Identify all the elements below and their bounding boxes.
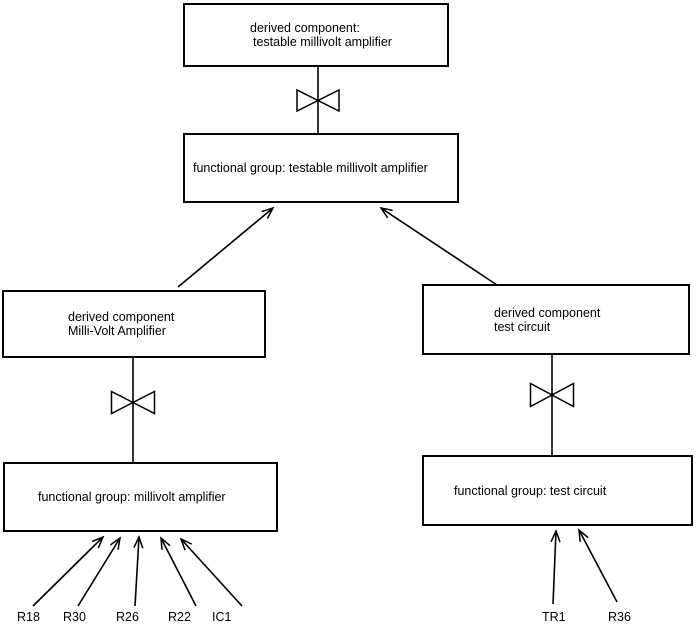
leaf-label-r30: R30	[63, 610, 86, 624]
edge-r30-leftfunctional	[77, 538, 120, 607]
node-label: functional group: millivolt amplifier	[38, 490, 226, 504]
node-label-line1: derived component	[68, 310, 175, 324]
edge-tr1-rightfunctional	[553, 531, 556, 605]
node-label-line2: test circuit	[494, 319, 551, 334]
node-derived-testable-millivolt-amplifier: derived component: testable millivolt am…	[183, 3, 449, 67]
leaf-label-r26: R26	[116, 610, 139, 624]
edge-r36-rightfunctional	[579, 530, 618, 603]
leaf-label-r36: R36	[608, 610, 631, 624]
node-derived-test-circuit: derived component test circuit	[422, 284, 690, 355]
bowtie-icon	[529, 382, 575, 408]
leaf-label-tr1: TR1	[542, 610, 566, 624]
leaf-label-r22: R22	[168, 610, 191, 624]
edge-r18-leftfunctional	[32, 537, 103, 607]
node-label-line2: testable millivolt amplifier	[253, 35, 392, 49]
edge-r26-leftfunctional	[135, 537, 139, 607]
node-label-line1: derived component	[494, 305, 601, 320]
node-label: functional group: test circuit	[454, 483, 607, 498]
node-functional-group-millivolt-amplifier: functional group: millivolt amplifier	[3, 462, 278, 532]
bowtie-icon	[296, 88, 340, 113]
node-functional-group-test-circuit: functional group: test circuit	[422, 455, 693, 526]
node-label-line2: Milli-Volt Amplifier	[68, 324, 166, 338]
edge-ic1-leftfunctional	[181, 539, 243, 607]
edge-rightderived-topfunctional	[381, 208, 498, 286]
edge-leftderived-topfunctional	[177, 208, 273, 288]
leaf-label-ic1: IC1	[212, 610, 232, 624]
leaf-label-r18: R18	[17, 610, 40, 624]
node-functional-group-testable-millivolt-amplifier: functional group: testable millivolt amp…	[183, 133, 459, 203]
edge-r22-leftfunctional	[161, 538, 197, 607]
node-label: functional group: testable millivolt amp…	[193, 161, 428, 175]
node-derived-milli-volt-amplifier: derived component Milli-Volt Amplifier	[2, 290, 266, 358]
node-label-line1: derived component:	[250, 21, 360, 35]
bowtie-icon	[110, 390, 156, 415]
